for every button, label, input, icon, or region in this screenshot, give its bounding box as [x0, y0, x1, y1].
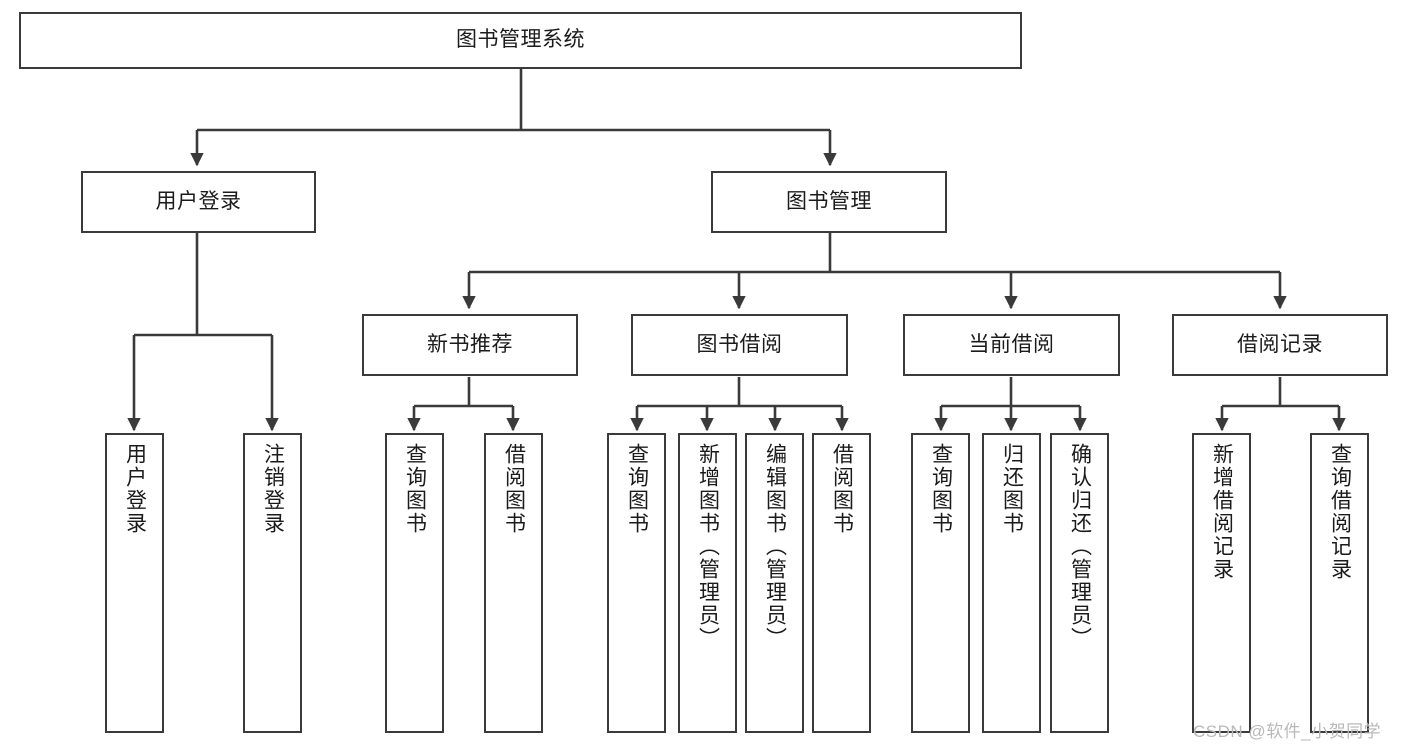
node-leaf-query-book-3[interactable]: 查询图书	[911, 433, 970, 733]
node-book-manage[interactable]: 图书管理	[711, 171, 947, 233]
node-leaf-add-record[interactable]: 新增借阅记录	[1192, 433, 1251, 733]
csdn-watermark: CSDN @软件_小贺同学	[1193, 722, 1382, 741]
node-leaf-query-record[interactable]: 查询借阅记录	[1310, 433, 1369, 733]
node-book-borrow-label: 图书借阅	[696, 332, 783, 356]
node-leaf-logout-login-label: 注销登录	[261, 443, 285, 535]
node-leaf-query-record-label: 查询借阅记录	[1328, 443, 1352, 581]
node-book-borrow[interactable]: 图书借阅	[631, 314, 848, 376]
node-leaf-return-book-label: 归还图书	[1000, 443, 1024, 535]
node-new-book-recommend[interactable]: 新书推荐	[362, 314, 578, 376]
node-leaf-edit-book[interactable]: 编辑图书（管理员）	[745, 433, 804, 733]
node-leaf-user-login-label: 用户登录	[123, 443, 147, 535]
node-leaf-borrow-book-2-label: 借阅图书	[830, 443, 854, 535]
node-leaf-return-book[interactable]: 归还图书	[982, 433, 1041, 733]
node-leaf-borrow-book-1[interactable]: 借阅图书	[484, 433, 543, 733]
node-leaf-confirm-return[interactable]: 确认归还（管理员）	[1050, 433, 1109, 733]
node-new-book-recommend-label: 新书推荐	[427, 332, 513, 356]
node-user-login[interactable]: 用户登录	[81, 171, 316, 233]
node-borrow-record-label: 借阅记录	[1237, 332, 1323, 356]
node-leaf-query-book-2-label: 查询图书	[625, 443, 649, 535]
node-leaf-confirm-return-label: 确认归还（管理员）	[1068, 443, 1092, 650]
node-leaf-query-book-3-label: 查询图书	[929, 443, 953, 535]
node-root[interactable]: 图书管理系统	[19, 12, 1022, 69]
node-leaf-query-book-1[interactable]: 查询图书	[385, 433, 444, 733]
node-leaf-user-login[interactable]: 用户登录	[105, 433, 164, 733]
node-leaf-logout-login[interactable]: 注销登录	[243, 433, 302, 733]
node-user-login-label: 用户登录	[155, 189, 242, 213]
node-current-borrow[interactable]: 当前借阅	[903, 314, 1120, 376]
node-book-manage-label: 图书管理	[786, 189, 872, 213]
node-leaf-query-book-1-label: 查询图书	[403, 443, 427, 535]
node-leaf-add-record-label: 新增借阅记录	[1210, 443, 1234, 581]
node-current-borrow-label: 当前借阅	[968, 332, 1055, 356]
node-leaf-borrow-book-1-label: 借阅图书	[502, 443, 526, 535]
node-leaf-edit-book-label: 编辑图书（管理员）	[763, 443, 787, 650]
node-leaf-query-book-2[interactable]: 查询图书	[607, 433, 666, 733]
node-borrow-record[interactable]: 借阅记录	[1172, 314, 1388, 376]
node-leaf-add-book[interactable]: 新增图书（管理员）	[678, 433, 737, 733]
node-root-label: 图书管理系统	[456, 28, 585, 52]
node-leaf-borrow-book-2[interactable]: 借阅图书	[812, 433, 871, 733]
node-leaf-add-book-label: 新增图书（管理员）	[696, 443, 720, 650]
